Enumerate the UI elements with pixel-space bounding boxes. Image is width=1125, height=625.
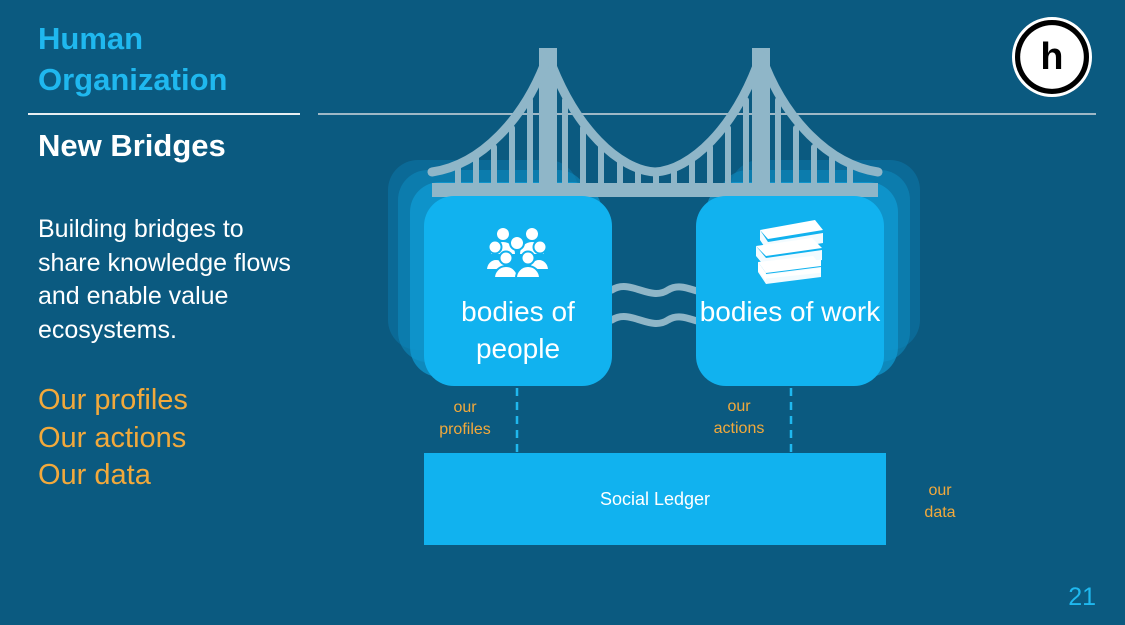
bridge-icon	[427, 48, 883, 198]
title-divider-left	[28, 113, 300, 115]
slide-subtitle: New Bridges	[38, 128, 226, 163]
books-stack-icon	[756, 220, 823, 284]
our-list-item: Our profiles	[38, 384, 188, 416]
right-card-label: bodies of work	[699, 296, 881, 327]
left-connector-label: our profiles	[439, 399, 491, 438]
page-number: 21	[1068, 583, 1096, 611]
people-group-icon	[484, 228, 551, 279]
social-ledger-label: Social Ledger	[599, 489, 711, 509]
side-data-label: our data	[924, 482, 956, 521]
body-text: Building bridges to share knowledge flow…	[38, 215, 291, 344]
our-list-item: Our actions	[38, 421, 187, 454]
title-divider-right	[318, 113, 1096, 115]
social-ledger-box	[424, 453, 886, 545]
our-list: Our profiles Our actions Our data	[38, 382, 188, 495]
slide-title: Human Organization	[38, 21, 228, 97]
left-card-label: bodies of people	[461, 296, 575, 364]
right-connector-label: our actions	[713, 398, 765, 437]
brand-logo: h	[1012, 17, 1092, 97]
right-card	[696, 196, 884, 386]
logo-letter: h	[1020, 25, 1084, 89]
our-list-item: Our data	[38, 459, 151, 491]
left-card	[424, 196, 612, 386]
